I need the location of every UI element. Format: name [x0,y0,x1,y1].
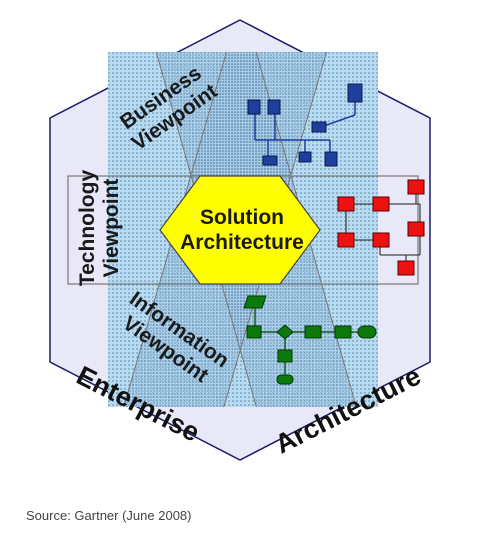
svg-text:Viewpoint: Viewpoint [100,179,123,278]
solution-architecture-hexagon [159,175,321,285]
network-nodes [247,83,363,167]
solution-architecture-label-line1: Solution [200,206,284,229]
solution-architecture-label-line2: Architecture [180,231,304,254]
svg-text:Technology: Technology [76,170,99,287]
technology-viewpoint-label: Technology Viewpoint [76,170,123,287]
process-nodes [337,179,425,276]
source-caption: Source: Gartner (June 2008) [26,508,192,523]
data-flow-nodes [243,295,377,385]
